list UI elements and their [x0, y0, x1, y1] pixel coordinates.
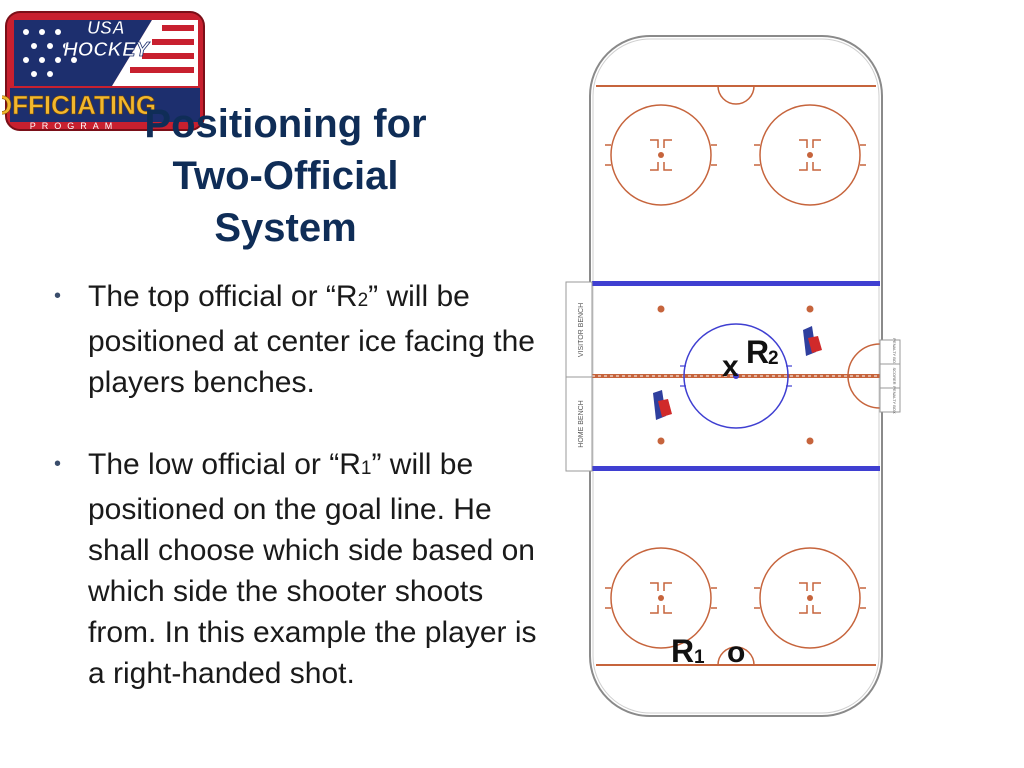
- r2-position-marker: x: [722, 350, 739, 383]
- bullet-subscript: 2: [357, 290, 369, 311]
- logo-usa-text: USA: [87, 18, 125, 38]
- logo-program-text: PROGRAM: [30, 121, 119, 131]
- bullet-text: ” will be positioned on the goal line. H…: [88, 448, 537, 690]
- top-blue-line: [592, 281, 880, 286]
- bottom-right-faceoff-circle: [754, 547, 866, 649]
- r1-position-marker: o: [727, 636, 745, 669]
- r2-subscript: 2: [768, 348, 779, 369]
- top-right-faceoff-circle: [754, 104, 866, 206]
- bullet-item-r2: • The top official or “R2” will be posit…: [48, 276, 538, 403]
- center-ice-logo-icon: [653, 390, 672, 420]
- bullet-dot-icon: •: [54, 285, 62, 307]
- neutral-faceoff-dot: [657, 437, 665, 445]
- home-bench-label: HOME BENCH: [578, 400, 585, 447]
- penalty-box-label: PENALTY BOX: [892, 338, 897, 366]
- bullet-item-r1: • The low official or “R1” will be posit…: [48, 444, 538, 694]
- slide-title: Positioning for Two-Official System: [118, 98, 453, 254]
- bullet-text: The top official or “R: [88, 280, 358, 313]
- visitor-bench-label: VISITOR BENCH: [578, 303, 585, 357]
- penalty-box-label: PENALTY BOX: [892, 386, 897, 414]
- bottom-left-faceoff-circle: [605, 547, 717, 649]
- rink-diagram: VISITOR BENCH HOME BENCH PENALTY BOX SCO…: [565, 35, 901, 717]
- r1-label: R: [671, 633, 694, 669]
- r2-label: R: [746, 334, 769, 370]
- bullet-list: • The top official or “R2” will be posit…: [48, 276, 538, 694]
- bullet-text: The low official or “R: [88, 448, 361, 481]
- center-ice-logo-icon: [803, 326, 822, 356]
- bottom-blue-line: [592, 466, 880, 471]
- usa-hockey-officiating-logo: USA HOCKEY OFFICIATING PROGRAM: [2, 11, 205, 131]
- title-line-2: Two-Official: [172, 154, 399, 198]
- penalty-box-bottom: [879, 387, 901, 413]
- top-left-faceoff-circle: [605, 104, 717, 206]
- logo-hockey-text: HOCKEY: [63, 39, 150, 61]
- r1-subscript: 1: [694, 647, 705, 668]
- center-faceoff-circle: [683, 323, 789, 429]
- logo-officiating-text: OFFICIATING: [2, 90, 156, 120]
- scorer-box-label: SCORER: [892, 367, 897, 384]
- title-line-3: System: [214, 206, 357, 250]
- home-bench: [565, 376, 593, 472]
- neutral-faceoff-dot: [657, 305, 665, 313]
- top-goal-crease: [717, 85, 755, 105]
- bullet-text: ” will be positioned at center ice facin…: [88, 280, 535, 399]
- neutral-faceoff-dot: [806, 437, 814, 445]
- neutral-faceoff-dot: [806, 305, 814, 313]
- bottom-goal-crease: [717, 646, 755, 666]
- referee-crease: [847, 343, 881, 409]
- bullet-subscript: 1: [360, 458, 372, 479]
- bullet-dot-icon: •: [54, 453, 62, 475]
- title-line-1: Positioning for: [144, 102, 427, 146]
